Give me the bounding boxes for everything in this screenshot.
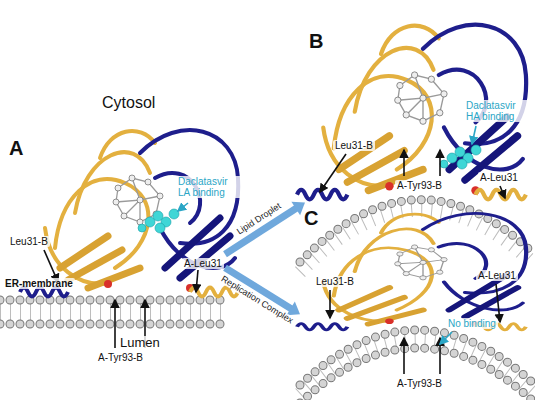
residue-label: Leu31-B	[314, 276, 356, 287]
protein-a	[20, 130, 238, 296]
arrow-label: Lipid Droplet	[235, 201, 284, 237]
drug-binding-label: Daclatasvir LA binding	[176, 176, 242, 198]
residue-label: A-Tyr93-B	[395, 378, 444, 389]
panel-letter: A	[5, 135, 27, 162]
drug-binding-label: No binding	[446, 318, 498, 329]
panel-region: C	[300, 205, 535, 400]
residue-label: A-Leu31	[182, 258, 224, 269]
residue-label: A-Leu31	[476, 270, 518, 281]
residue-label: Leu31-B	[8, 236, 50, 247]
panel-letter: B	[305, 28, 327, 55]
leader-arrows	[44, 150, 505, 374]
residue-label: ER-membrane	[3, 278, 75, 289]
drug-binding-label: Daclatasvir HA binding	[464, 100, 532, 122]
protein-c	[297, 213, 526, 329]
residue-label: Cytosol	[100, 94, 157, 112]
residue-label: Lumen	[118, 336, 162, 350]
arrow-head	[286, 302, 300, 316]
er-membrane	[0, 300, 225, 324]
panel-region: A	[5, 135, 225, 360]
panel-letter: C	[300, 205, 322, 232]
arrow-label: Replication Complex	[218, 274, 295, 326]
residue-label: A-Tyr93-B	[395, 180, 444, 191]
replication-membrane	[300, 330, 535, 400]
drug-leaders	[178, 126, 476, 344]
residue-label: A-Leu31	[478, 172, 520, 183]
residue-label: Leu31-B	[333, 140, 375, 151]
residue-label: A-Tyr93-B	[96, 352, 145, 363]
drug-spheres	[138, 145, 481, 233]
transition-arrow	[225, 202, 305, 254]
arrow-head	[291, 202, 305, 215]
lipid-droplet-membrane	[300, 200, 535, 272]
